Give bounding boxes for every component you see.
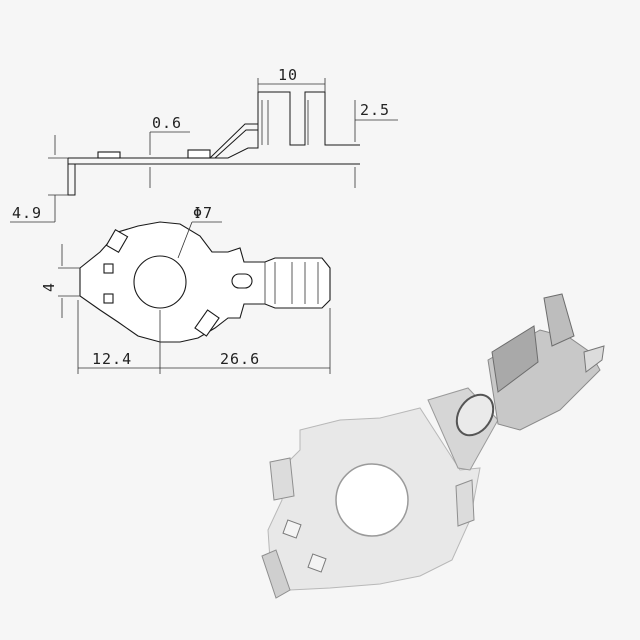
top-view-tab-1	[105, 228, 129, 254]
side-view: 10 0.6 2.5 4.9	[10, 66, 398, 223]
render-tab-1	[269, 457, 295, 501]
dim-height-side: 2.5	[360, 101, 390, 119]
render-square-1	[282, 519, 302, 539]
top-view-tab-2	[194, 309, 220, 337]
render-crimp-wall-2	[543, 293, 575, 347]
top-view-crimp-lines	[264, 262, 319, 304]
side-bump-2	[187, 149, 211, 159]
isometric-render	[261, 293, 605, 599]
render-crimp-wall-1	[491, 325, 539, 393]
render-bent-tab	[261, 549, 291, 599]
top-view: Φ7 4 12.4 26.6	[40, 204, 331, 374]
side-ramp-bottom	[214, 129, 258, 159]
render-tab-2	[455, 479, 475, 527]
side-ramp-top	[209, 123, 258, 159]
render-hole	[335, 463, 409, 537]
dim-thickness: 0.6	[152, 114, 182, 132]
render-crimp-tip	[583, 345, 605, 373]
dim-offset-left: 4.9	[12, 204, 42, 222]
dim-tab-width: 4	[40, 282, 58, 292]
dim-hole-offset: 12.4	[92, 350, 132, 368]
dim-width-top: 10	[278, 66, 298, 84]
side-bump-1	[97, 151, 121, 159]
top-view-slot	[231, 273, 253, 289]
dim-hole-leader	[177, 221, 193, 259]
top-view-square-1	[103, 263, 114, 274]
side-bent-tab	[67, 158, 76, 196]
dim-total-length: 26.6	[220, 350, 260, 368]
render-slot	[455, 393, 495, 437]
side-profile-top	[68, 91, 360, 159]
dim-hole: Φ7	[193, 204, 213, 222]
render-square-2	[307, 553, 327, 573]
top-view-hole	[133, 255, 187, 309]
side-crimp-lines	[261, 100, 309, 145]
top-view-square-2	[103, 293, 114, 304]
